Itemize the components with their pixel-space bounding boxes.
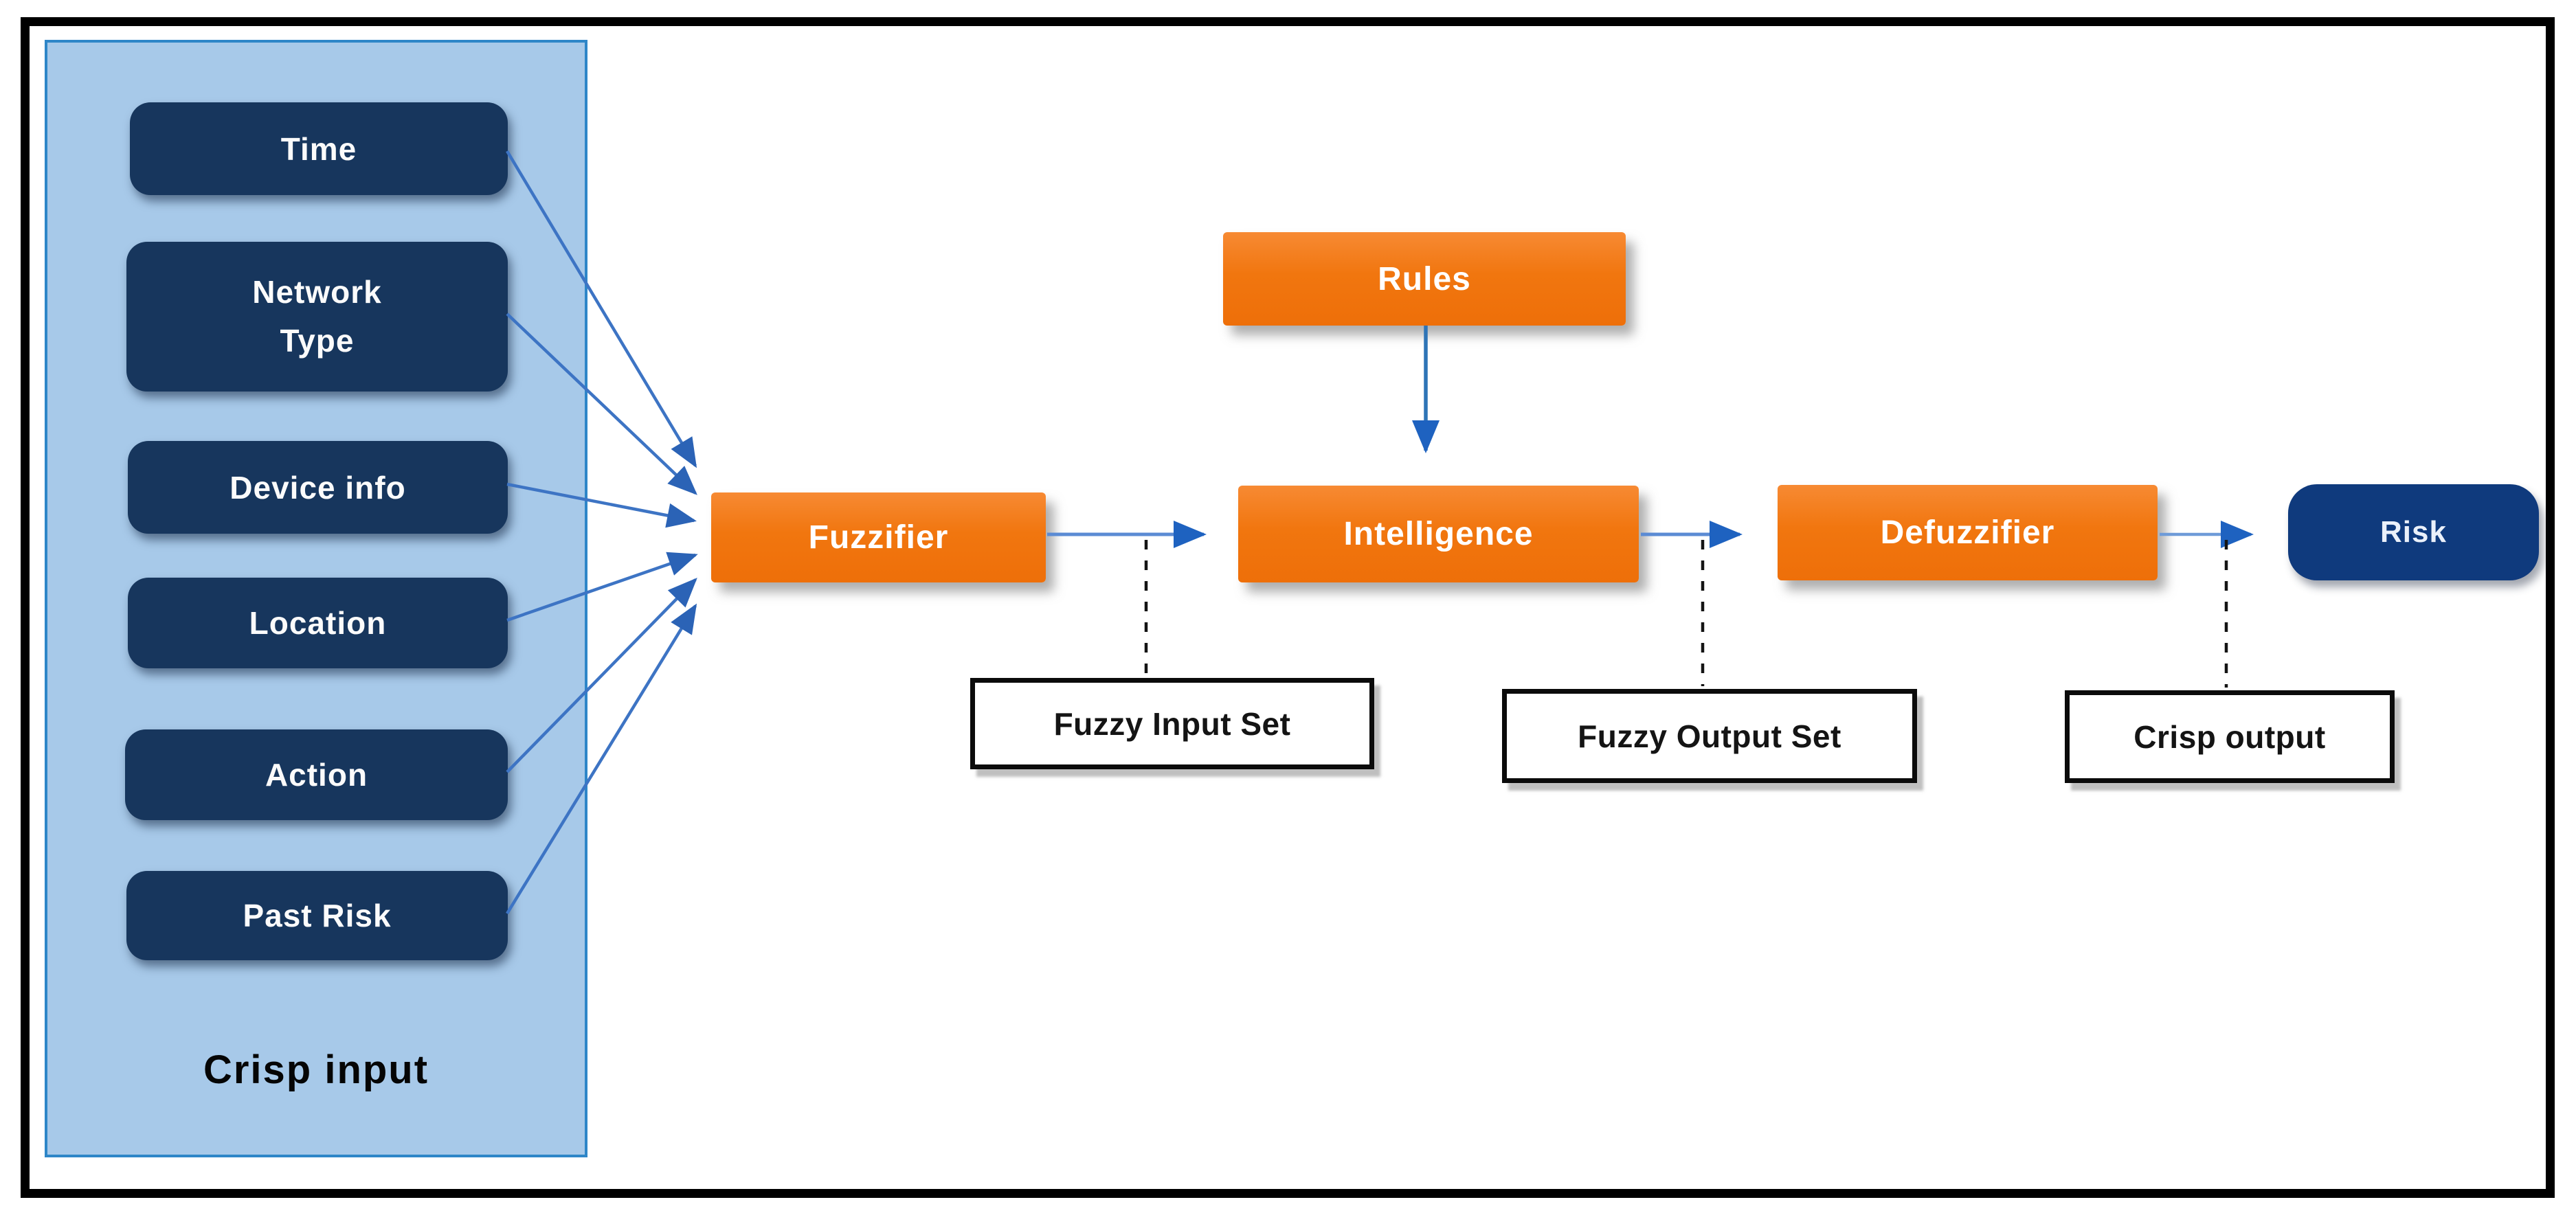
fuzzy-input-set-label: Fuzzy Input Set — [1053, 705, 1291, 742]
input-box-location-label: Location — [249, 605, 387, 641]
intelligence-node: Intelligence — [1238, 486, 1639, 582]
input-box-network-type-label: Network Type — [252, 273, 382, 359]
input-box-device-info-label: Device info — [229, 469, 406, 506]
defuzzifier-label: Defuzzifier — [1880, 514, 2055, 551]
fuzzy-output-set-box: Fuzzy Output Set — [1502, 689, 1917, 783]
intelligence-label: Intelligence — [1343, 516, 1534, 552]
crisp-output-box: Crisp output — [2065, 690, 2395, 783]
risk-node: Risk — [2288, 484, 2539, 580]
input-box-network-type: Network Type — [126, 242, 508, 392]
crisp-input-panel: Time Network Type Device info Location A… — [45, 40, 587, 1157]
defuzzifier-node: Defuzzifier — [1778, 485, 2158, 580]
input-box-action-label: Action — [265, 757, 368, 793]
fuzzifier-label: Fuzzifier — [808, 519, 949, 556]
rules-node: Rules — [1223, 232, 1626, 326]
input-box-past-risk-label: Past Risk — [243, 898, 392, 933]
risk-label: Risk — [2380, 515, 2447, 549]
input-box-device-info: Device info — [128, 441, 508, 534]
fuzzy-output-set-label: Fuzzy Output Set — [1578, 718, 1841, 754]
fuzzifier-node: Fuzzifier — [711, 492, 1046, 582]
input-box-time-label: Time — [280, 131, 357, 167]
input-box-action: Action — [125, 729, 508, 820]
input-box-location: Location — [128, 578, 508, 668]
crisp-output-label: Crisp output — [2133, 718, 2326, 755]
fuzzy-input-set-box: Fuzzy Input Set — [970, 678, 1374, 769]
input-box-time: Time — [130, 102, 508, 195]
input-box-past-risk: Past Risk — [126, 871, 508, 960]
crisp-input-caption: Crisp input — [203, 1047, 429, 1092]
outer-frame — [21, 17, 2555, 1198]
rules-label: Rules — [1378, 260, 1471, 297]
